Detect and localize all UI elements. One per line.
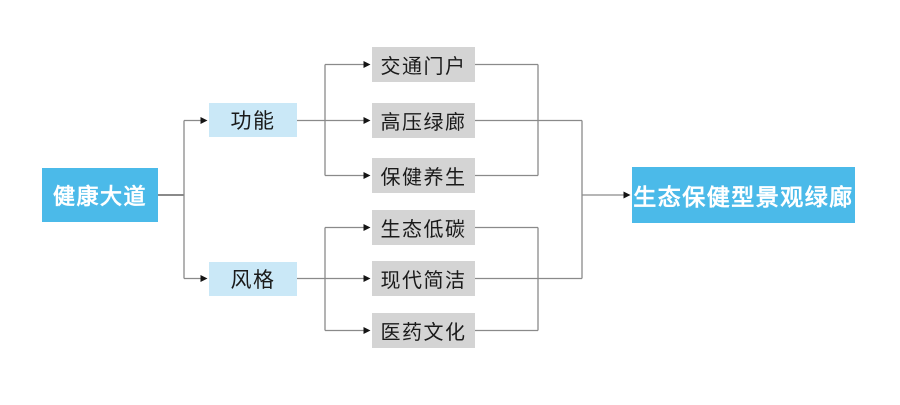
node-category-style: 风格 bbox=[209, 262, 297, 296]
node-item-traffic-portal: 交通门户 bbox=[372, 47, 475, 82]
node-item-modern-simplicity: 现代简洁 bbox=[372, 261, 475, 296]
node-item-health-wellness: 保健养生 bbox=[372, 158, 475, 193]
node-health-avenue: 健康大道 bbox=[42, 168, 158, 222]
node-item-medicine-culture: 医药文化 bbox=[372, 313, 475, 348]
node-result-eco-healthcare-corridor: 生态保健型景观绿廊 bbox=[632, 167, 855, 223]
node-item-high-voltage-corridor: 高压绿廊 bbox=[372, 103, 475, 138]
node-category-function: 功能 bbox=[209, 103, 297, 137]
node-item-eco-low-carbon: 生态低碳 bbox=[372, 210, 475, 245]
